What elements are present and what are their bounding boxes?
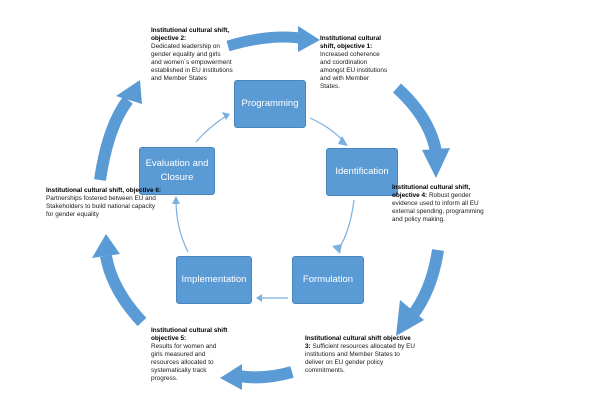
- inner-arrow-prog-ident: [309, 117, 345, 143]
- phase-identification: Identification: [326, 148, 398, 196]
- outer-arrow-lower-left: [100, 254, 147, 327]
- objective-2-text: Dedicated leadership on gender equality …: [151, 43, 233, 82]
- inner-arrow-impl-eval: [175, 199, 189, 253]
- objective-5-label: Institutional cultural shift objective 5…: [151, 327, 229, 383]
- outer-arrow-lower-right: [407, 249, 444, 320]
- outer-arrow-top: [226, 31, 301, 52]
- phase-identification-label: Identification: [335, 165, 389, 177]
- objective-3-text: Sufficient resources allocated by EU ins…: [305, 343, 416, 374]
- outer-arrow-lower-right-head: [396, 300, 424, 336]
- objective-6-title: Institutional cultural shift, objective …: [46, 187, 162, 194]
- objective-4-label: Institutional cultural shift, objective …: [392, 184, 492, 224]
- inner-arrow-ident-form: [337, 199, 355, 251]
- outer-arrow-bottom: [237, 366, 294, 384]
- objective-4-title: Institutional cultural shift, objective …: [392, 184, 471, 199]
- objective-2-title: Institutional cultural shift, objective …: [151, 27, 230, 42]
- objective-4-text: Robust gender evidence used to inform al…: [392, 192, 484, 223]
- phase-programming: Programming: [234, 80, 306, 128]
- objective-5-text: Results for women and girls measured and…: [151, 343, 217, 382]
- outer-arrow-upper-left-head: [116, 80, 142, 104]
- inner-arrow-prog-ident-head: [338, 136, 348, 146]
- phase-evaluation-closure: Evaluation and Closure: [139, 147, 215, 195]
- outer-arrow-upper-left: [94, 96, 133, 181]
- inner-arrow-ident-form-head: [332, 244, 342, 254]
- objective-3-title: Institutional cultural shift objective 3…: [305, 335, 411, 350]
- outer-arrow-top-head: [298, 26, 320, 52]
- outer-arrow-upper-right-head: [422, 148, 450, 178]
- objective-5-title: Institutional cultural shift objective 5…: [151, 327, 228, 342]
- phase-implementation-label: Implementation: [181, 273, 247, 285]
- outer-arrow-bottom-head: [220, 364, 242, 390]
- phase-programming-label: Programming: [241, 97, 299, 109]
- objective-2-label: Institutional cultural shift, objective …: [151, 27, 233, 83]
- outer-arrow-lower-left-head: [92, 234, 120, 258]
- objective-6-text: Partnerships fostered between EU and Sta…: [46, 195, 156, 218]
- objective-6-label: Institutional cultural shift, objective …: [46, 187, 162, 219]
- phase-evaluation-closure-label: Evaluation and Closure: [145, 157, 209, 183]
- phase-formulation: Formulation: [292, 256, 364, 304]
- inner-arrow-form-impl-head: [256, 294, 262, 302]
- phase-formulation-label: Formulation: [302, 273, 354, 285]
- inner-arrow-impl-eval-head: [172, 196, 180, 204]
- inner-arrow-eval-prog: [195, 115, 227, 143]
- outer-arrow-upper-right: [392, 83, 442, 154]
- inner-arrow-eval-prog-head: [222, 112, 230, 120]
- phase-implementation: Implementation: [176, 256, 252, 304]
- objective-1-title: Institutional cultural shift, objective …: [320, 35, 382, 50]
- objective-1-label: Institutional cultural shift, objective …: [320, 35, 388, 91]
- objective-3-label: Institutional cultural shift objective 3…: [305, 335, 417, 375]
- objective-1-text: Increased coherence and coordination amo…: [320, 51, 388, 90]
